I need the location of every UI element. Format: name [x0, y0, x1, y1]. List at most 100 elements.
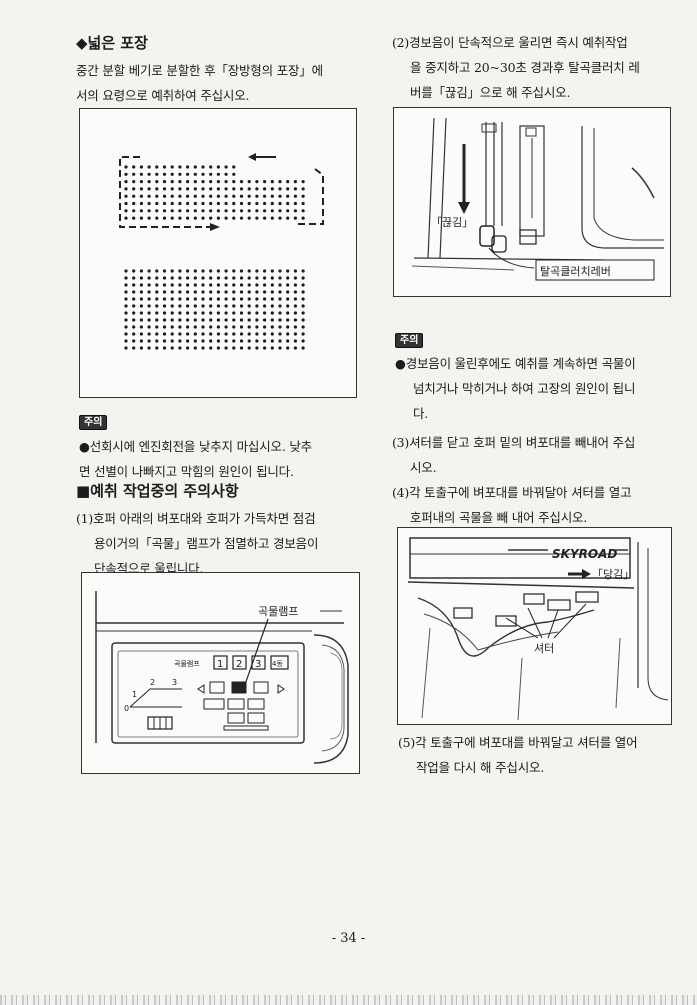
field-dot	[201, 269, 205, 273]
field-dot	[255, 346, 259, 350]
field-dot	[170, 318, 174, 322]
field-dot	[224, 290, 228, 294]
field-dot	[147, 304, 151, 308]
field-dot	[162, 201, 167, 206]
field-dot	[216, 216, 220, 220]
field-dot	[186, 209, 190, 213]
field-dot	[139, 269, 143, 273]
field-dot	[132, 216, 136, 220]
field-dot	[155, 216, 159, 220]
field-dot	[255, 290, 259, 294]
field-dot	[201, 332, 205, 336]
field-dot	[216, 194, 220, 198]
field-dot	[155, 318, 159, 322]
mode-button-3[interactable]	[251, 655, 266, 670]
field-dot	[155, 209, 159, 213]
field-dot	[209, 165, 213, 169]
field-dot	[286, 325, 290, 329]
field-dot	[193, 172, 197, 176]
mode-button-1[interactable]	[213, 655, 228, 670]
field-dot	[147, 339, 151, 343]
field-dot	[270, 332, 274, 336]
mode-button-4[interactable]	[270, 655, 289, 670]
field-dot	[124, 194, 128, 198]
field-dot	[155, 172, 159, 176]
field-dot	[193, 269, 197, 273]
field-dot	[239, 290, 244, 294]
panel-indicator	[253, 681, 269, 694]
field-dot	[293, 187, 297, 191]
svg-text:4동: 4동	[272, 660, 283, 668]
field-dot	[301, 276, 305, 280]
field-dot	[224, 339, 228, 343]
field-dot	[132, 165, 136, 169]
svg-text:2: 2	[150, 678, 155, 687]
field-dot	[170, 216, 174, 220]
field-dot	[162, 297, 167, 301]
field-dot	[263, 304, 267, 308]
scan-edge-strip	[0, 995, 697, 1005]
field-dot	[286, 209, 290, 213]
field-dot	[224, 346, 228, 350]
caution-block-2: 주의 ●경보음이 울린후에도 예취를 계속하면 곡물이 넘치거나 막히거나 하여…	[395, 328, 680, 426]
field-dot	[147, 172, 151, 176]
field-dot	[193, 216, 197, 220]
field-dot	[147, 276, 151, 280]
field-dot	[124, 297, 128, 301]
field-dot	[209, 346, 213, 350]
field-dot	[301, 325, 305, 329]
field-dot	[301, 339, 305, 343]
field-dot	[232, 276, 236, 280]
field-dot	[193, 201, 197, 206]
field-dot	[170, 297, 174, 301]
field-dot	[224, 216, 228, 220]
field-dot	[224, 180, 228, 184]
caution-badge: 주의	[79, 415, 108, 430]
field-dot	[139, 318, 143, 322]
svg-text:2: 2	[236, 659, 242, 670]
field-dot	[247, 297, 251, 301]
field-dot	[155, 304, 159, 308]
field-dot	[201, 180, 205, 184]
field-dot	[270, 346, 274, 350]
field-dot	[286, 339, 290, 343]
clutch-lever-diagram: 「끊김」 탈곡클러치레버	[411, 117, 664, 281]
field-dot	[263, 283, 267, 287]
mode-button-2[interactable]	[232, 655, 247, 670]
field-dot	[232, 180, 236, 184]
field-dot	[155, 269, 159, 273]
field-dot	[232, 187, 236, 191]
field-dot	[201, 201, 205, 206]
right-triangle-icon	[277, 684, 285, 694]
field-dot	[301, 283, 305, 287]
cut-off-label: 「끊김」	[431, 216, 473, 229]
field-dot	[147, 209, 151, 213]
field-dot	[132, 187, 136, 191]
field-dot	[147, 346, 151, 350]
field-dot	[124, 201, 128, 206]
field-dot	[193, 165, 197, 169]
field-dot	[224, 201, 228, 206]
field-dot	[286, 304, 290, 308]
field-dot	[247, 283, 251, 287]
field-dot	[216, 339, 220, 343]
field-dot	[139, 283, 143, 287]
field-dot	[132, 283, 136, 287]
field-dot	[216, 269, 220, 273]
field-dot	[162, 332, 167, 336]
field-dot	[155, 325, 159, 329]
field-dot	[286, 283, 290, 287]
field-dot	[301, 201, 305, 206]
caution-badge: 주의	[395, 333, 424, 348]
field-dot	[209, 325, 213, 329]
field-dot	[278, 304, 282, 308]
field-dot	[147, 187, 151, 191]
field-dot	[193, 339, 197, 343]
field-dot	[178, 325, 182, 329]
field-dots-diagram	[119, 153, 324, 350]
field-dot	[263, 339, 267, 343]
field-dot	[301, 194, 305, 198]
field-dot	[216, 209, 220, 213]
field-dot	[239, 216, 244, 220]
item2-line-1: (2)경보음이 단속적으로 울리면 즉시 예취작업	[392, 35, 628, 50]
